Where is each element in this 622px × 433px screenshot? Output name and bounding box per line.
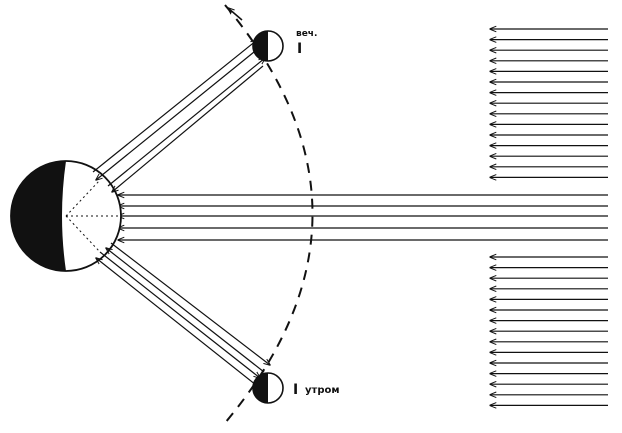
morning-label: утром [305, 385, 340, 396]
moon-evening-first-quarter [253, 31, 283, 61]
sunlight-arrows-lower [490, 257, 608, 405]
sightline-arrow [111, 243, 270, 365]
sightline-arrows-evening [93, 40, 265, 192]
orbit-direction-arrow [228, 8, 242, 20]
sunlight-arrows-upper [490, 29, 608, 177]
morning-numeral: I [293, 382, 298, 398]
evening-numeral: I [297, 41, 302, 57]
sightline-arrow [112, 66, 263, 192]
earth-globe [11, 161, 121, 271]
sightline-arrow [106, 248, 264, 372]
sightline-arrows-morning [96, 243, 270, 385]
moon-morning-last-quarter [253, 373, 283, 403]
sightline-arrow [100, 252, 260, 378]
sightline-arrow [96, 52, 254, 180]
evening-label: веч. [296, 29, 317, 39]
sightline-arrow [93, 40, 257, 172]
sightline-arrow [96, 258, 256, 385]
sightline-arrow [108, 58, 265, 186]
sunlight-arrows-to-earth [118, 195, 608, 240]
